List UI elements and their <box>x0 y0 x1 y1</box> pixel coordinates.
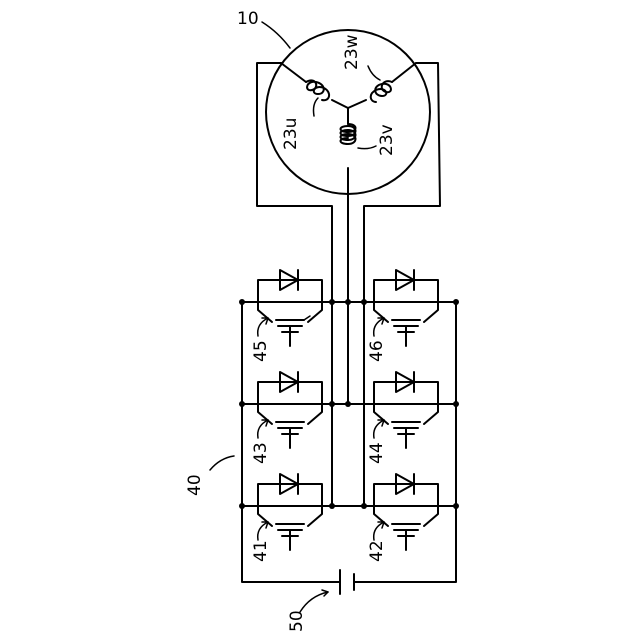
coil-u-label: 23u <box>281 118 301 150</box>
igbt-icon <box>282 428 298 448</box>
battery-icon <box>340 570 354 594</box>
battery-ref-label: 50 <box>287 610 307 632</box>
leader-coil-u <box>314 98 319 116</box>
switch-44-label: 44 <box>367 442 387 464</box>
switch-45 <box>258 270 322 346</box>
igbt-icon <box>398 530 414 550</box>
switch-44 <box>374 372 438 448</box>
winding-w-lead <box>392 63 416 82</box>
coil-v-label: 23v <box>377 124 397 156</box>
coil-23v <box>341 124 356 144</box>
inverter: 45 46 43 44 41 42 40 <box>185 270 459 582</box>
motor-ref-label: 10 <box>237 9 259 29</box>
switch-41 <box>258 474 322 550</box>
igbt-icon <box>398 428 414 448</box>
motor: 10 23u 23w 23v <box>237 9 440 302</box>
coil-w-label: 23w <box>342 34 362 70</box>
igbt-icon <box>282 530 298 550</box>
leader-coil-v <box>358 146 376 149</box>
coil-23w <box>371 81 392 102</box>
igbt-icon <box>398 326 414 346</box>
leader-motor <box>262 22 290 48</box>
inverter-ref-label: 40 <box>185 474 205 496</box>
switch-41-label: 41 <box>251 540 271 562</box>
igbt-icon <box>282 326 298 346</box>
switch-46 <box>374 270 438 346</box>
switch-43 <box>258 372 322 448</box>
switch-45-label: 45 <box>251 340 271 362</box>
switch-46-label: 46 <box>367 340 387 362</box>
coil-23u <box>306 80 329 100</box>
switch-42-label: 42 <box>367 540 387 562</box>
leader-coil-w <box>368 66 380 80</box>
battery: 50 <box>287 570 354 632</box>
winding-u-lead <box>281 63 306 82</box>
switch-43-label: 43 <box>251 442 271 464</box>
star-point-wires <box>332 100 366 124</box>
leader-battery <box>300 592 328 612</box>
switch-42 <box>374 474 438 550</box>
